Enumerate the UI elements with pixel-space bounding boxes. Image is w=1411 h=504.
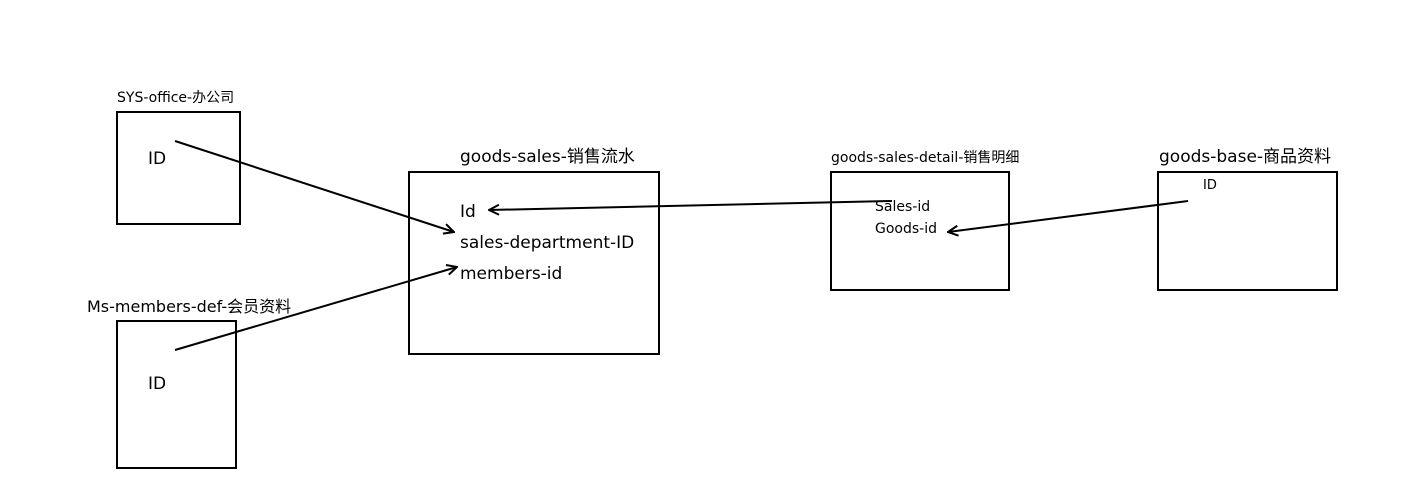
entity-box-goods-sales: Id sales-department-ID members-id bbox=[408, 171, 660, 355]
field-members-id: ID bbox=[148, 374, 167, 394]
field-goods-sales-department-id: sales-department-ID bbox=[460, 233, 635, 253]
entity-box-goods-sales-detail: Sales-id Goods-id bbox=[830, 171, 1010, 291]
entity-title-goods-sales-detail: goods-sales-detail-销售明细 bbox=[831, 150, 1020, 166]
entity-box-members: ID bbox=[116, 320, 237, 469]
entity-title-goods-sales: goods-sales-销售流水 bbox=[460, 147, 635, 167]
field-goods-sales-id: Id bbox=[460, 202, 476, 222]
entity-box-goods-base: ID bbox=[1157, 171, 1338, 291]
field-detail-sales-id: Sales-id bbox=[875, 199, 931, 215]
field-sys-office-id: ID bbox=[148, 149, 167, 169]
entity-box-sys-office: ID bbox=[116, 111, 241, 225]
entity-title-goods-base: goods-base-商品资料 bbox=[1159, 147, 1332, 167]
field-goods-sales-members-id: members-id bbox=[460, 264, 563, 284]
entity-title-members: Ms-members-def-会员资料 bbox=[87, 297, 292, 316]
entity-title-sys-office: SYS-office-办公司 bbox=[117, 90, 235, 106]
field-goods-base-id: ID bbox=[1203, 178, 1217, 193]
field-detail-goods-id: Goods-id bbox=[875, 221, 937, 237]
